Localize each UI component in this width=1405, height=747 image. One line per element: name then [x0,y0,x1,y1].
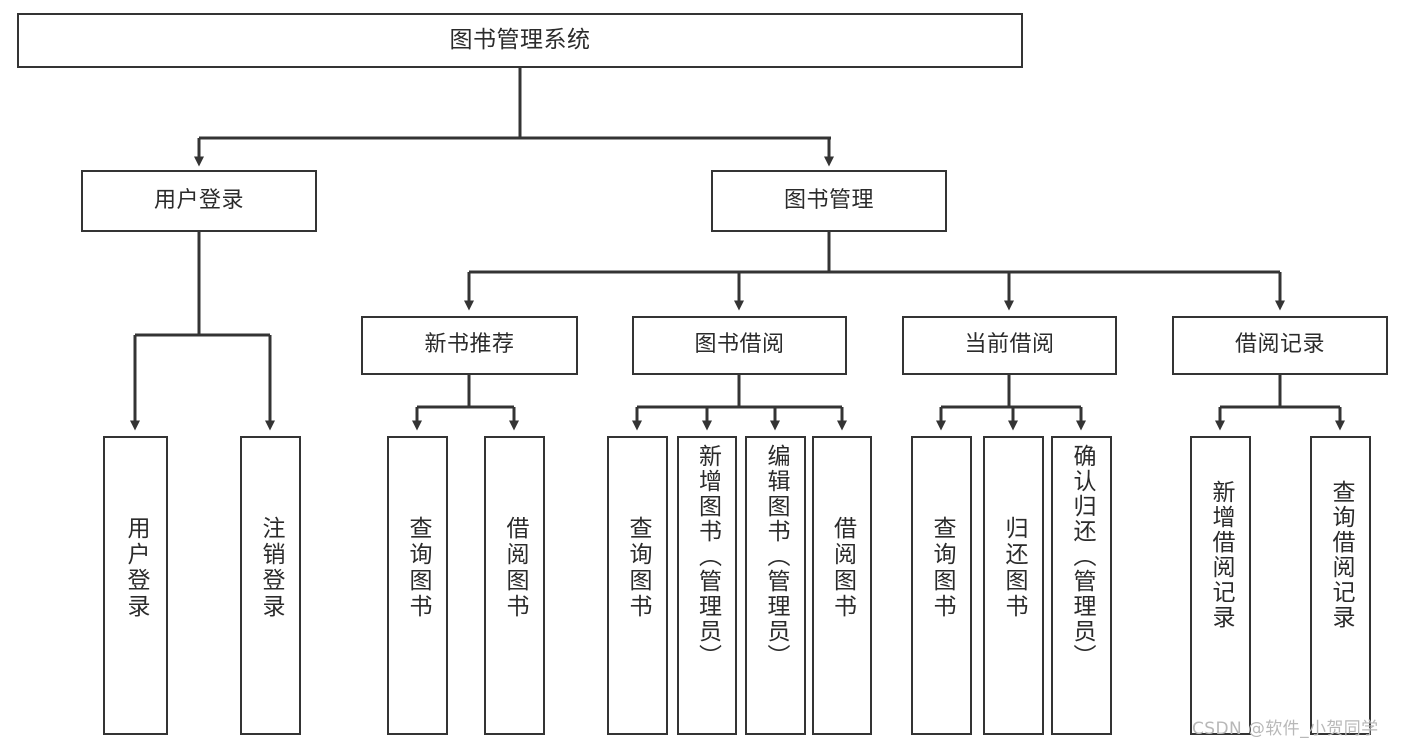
node-leaf-add-record-label: 新增借阅记录 [1208,480,1234,630]
node-leaf-confirm-return-label: 确认归还（管理员） [1069,444,1095,669]
node-book-management[interactable]: 图书管理 [711,170,947,232]
node-leaf-logout-label: 注销登录 [258,516,284,620]
node-leaf-borrow-book-2[interactable]: 借阅图书 [812,436,872,735]
node-current-borrow[interactable]: 当前借阅 [902,316,1117,375]
node-new-book-recommend[interactable]: 新书推荐 [361,316,578,375]
node-leaf-query-book-1-label: 查询图书 [405,516,431,620]
node-root-label: 图书管理系统 [449,26,591,53]
node-root[interactable]: 图书管理系统 [17,13,1023,68]
node-leaf-return-book[interactable]: 归还图书 [983,436,1044,735]
node-user-login-label: 用户登录 [153,187,244,213]
node-borrow-record-label: 借阅记录 [1234,332,1325,358]
node-book-management-label: 图书管理 [783,187,874,213]
node-book-borrow[interactable]: 图书借阅 [632,316,847,375]
node-user-login[interactable]: 用户登录 [81,170,317,232]
node-leaf-query-book-1[interactable]: 查询图书 [387,436,448,735]
node-leaf-logout[interactable]: 注销登录 [240,436,301,735]
node-leaf-query-book-2[interactable]: 查询图书 [607,436,668,735]
node-leaf-add-book-label: 新增图书（管理员） [694,444,721,669]
node-leaf-user-login-label: 用户登录 [123,516,149,620]
node-leaf-borrow-book-1[interactable]: 借阅图书 [484,436,545,735]
node-leaf-add-record[interactable]: 新增借阅记录 [1190,436,1251,735]
node-current-borrow-label: 当前借阅 [964,332,1055,358]
node-leaf-query-book-3-label: 查询图书 [929,516,955,620]
node-leaf-user-login[interactable]: 用户登录 [103,436,168,735]
node-borrow-record[interactable]: 借阅记录 [1172,316,1388,375]
node-leaf-borrow-book-1-label: 借阅图书 [502,516,528,620]
node-leaf-query-record-label: 查询借阅记录 [1328,480,1354,630]
node-leaf-query-book-3[interactable]: 查询图书 [911,436,972,735]
node-leaf-edit-book[interactable]: 编辑图书（管理员） [745,436,806,735]
node-leaf-edit-book-label: 编辑图书（管理员） [763,444,789,669]
node-leaf-query-book-2-label: 查询图书 [625,516,651,620]
node-leaf-confirm-return[interactable]: 确认归还（管理员） [1051,436,1112,735]
node-leaf-add-book[interactable]: 新增图书（管理员） [677,436,737,735]
node-book-borrow-label: 图书借阅 [694,332,785,358]
node-leaf-borrow-book-2-label: 借阅图书 [829,516,856,620]
node-leaf-return-book-label: 归还图书 [1001,516,1027,620]
node-leaf-query-record[interactable]: 查询借阅记录 [1310,436,1371,735]
node-new-book-recommend-label: 新书推荐 [424,332,515,358]
